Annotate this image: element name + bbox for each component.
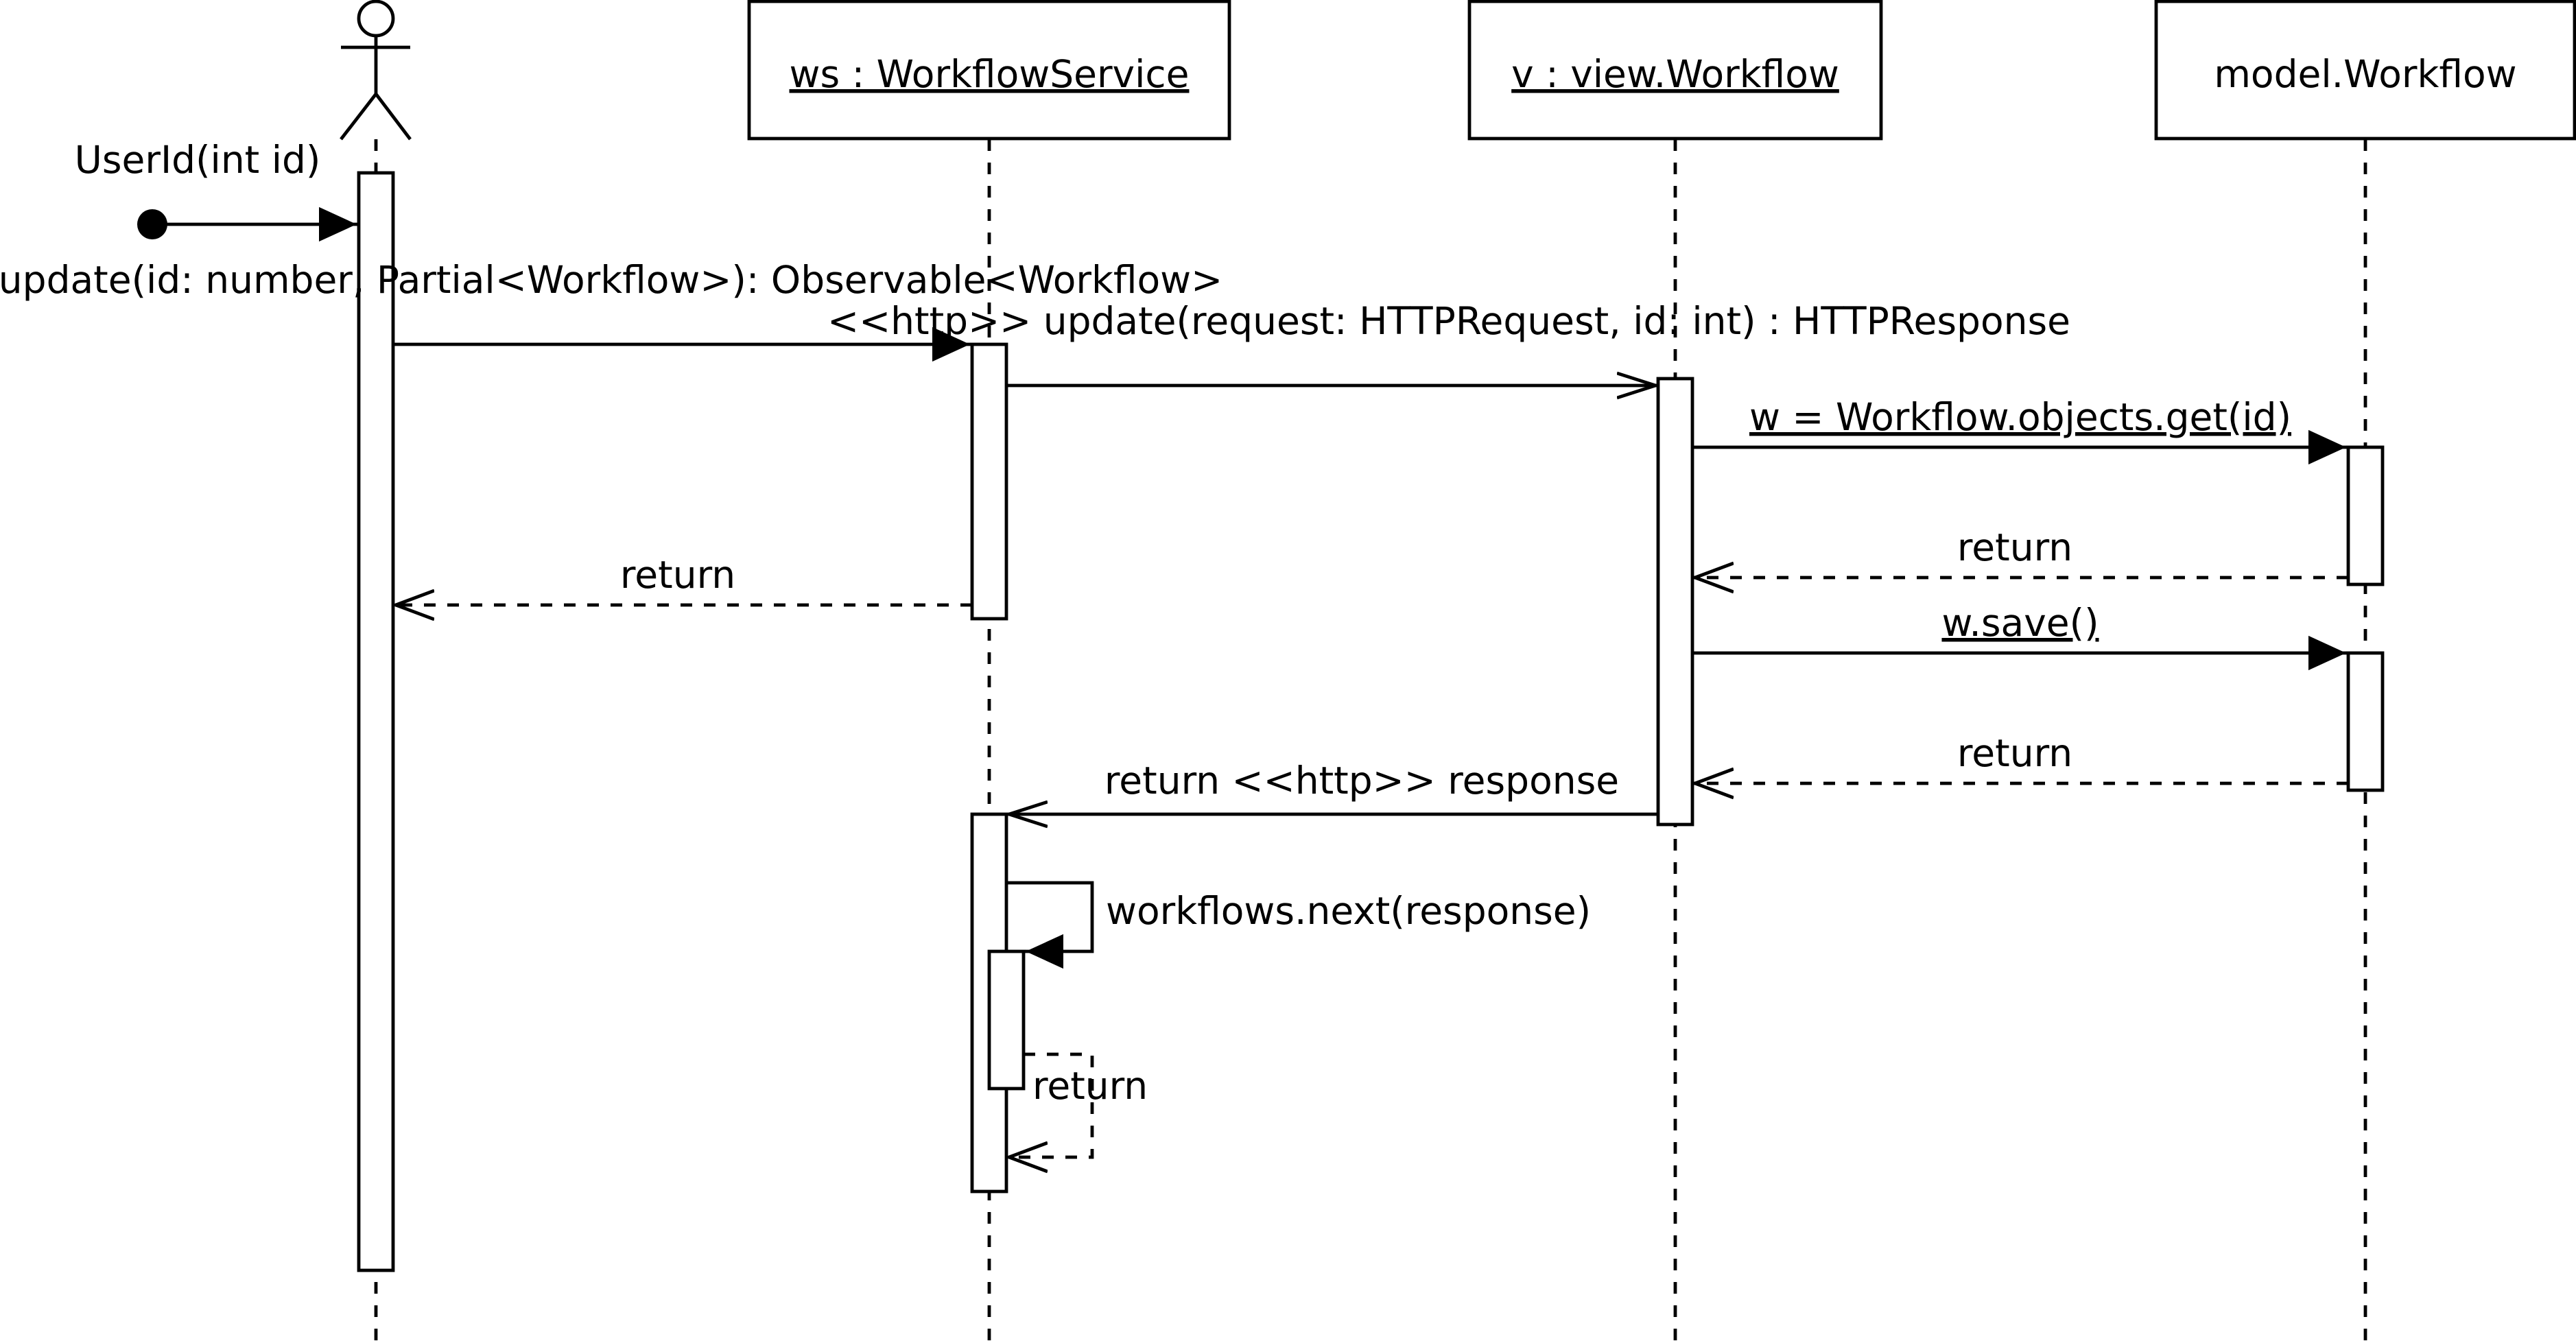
actor-activation <box>357 171 395 1272</box>
next-label: workflows.next(response) <box>1106 889 1591 933</box>
ws-activation-nested <box>987 949 1026 1091</box>
return-save-label: return <box>1957 731 2072 775</box>
participant-model: model.Workflow <box>2154 0 2576 141</box>
http-update-label: <<http>> update(request: HTTPRequest, id… <box>827 299 2070 343</box>
view-activation <box>1656 377 1694 827</box>
participant-view-label: v : view.Workflow <box>1511 52 1839 96</box>
ws-activation-1 <box>970 342 1008 621</box>
return-ws-label: return <box>620 553 735 597</box>
save-label: w.save() <box>1941 601 2099 645</box>
participant-ws: ws : WorkflowService <box>747 0 1231 141</box>
return-http-label: return <<http>> response <box>1104 759 1619 803</box>
return-self-label: return <box>1032 1064 1148 1108</box>
return-get-label: return <box>1957 525 2072 569</box>
model-activation-2 <box>2346 651 2385 792</box>
actor-icon <box>340 0 412 141</box>
participant-ws-label: ws : WorkflowService <box>790 52 1190 96</box>
next-self-arrow <box>1006 881 1094 969</box>
participant-model-label: model.Workflow <box>2214 52 2516 96</box>
get-label: w = Workflow.objects.get(id) <box>1749 395 2291 439</box>
return-self-arrow <box>1008 1052 1094 1157</box>
update-label: update(id: number, Partial<Workflow>): O… <box>0 258 1222 302</box>
found-message-label: UserId(int id) <box>75 138 321 182</box>
model-activation-1 <box>2346 445 2385 586</box>
participant-view: v : view.Workflow <box>1467 0 1883 141</box>
